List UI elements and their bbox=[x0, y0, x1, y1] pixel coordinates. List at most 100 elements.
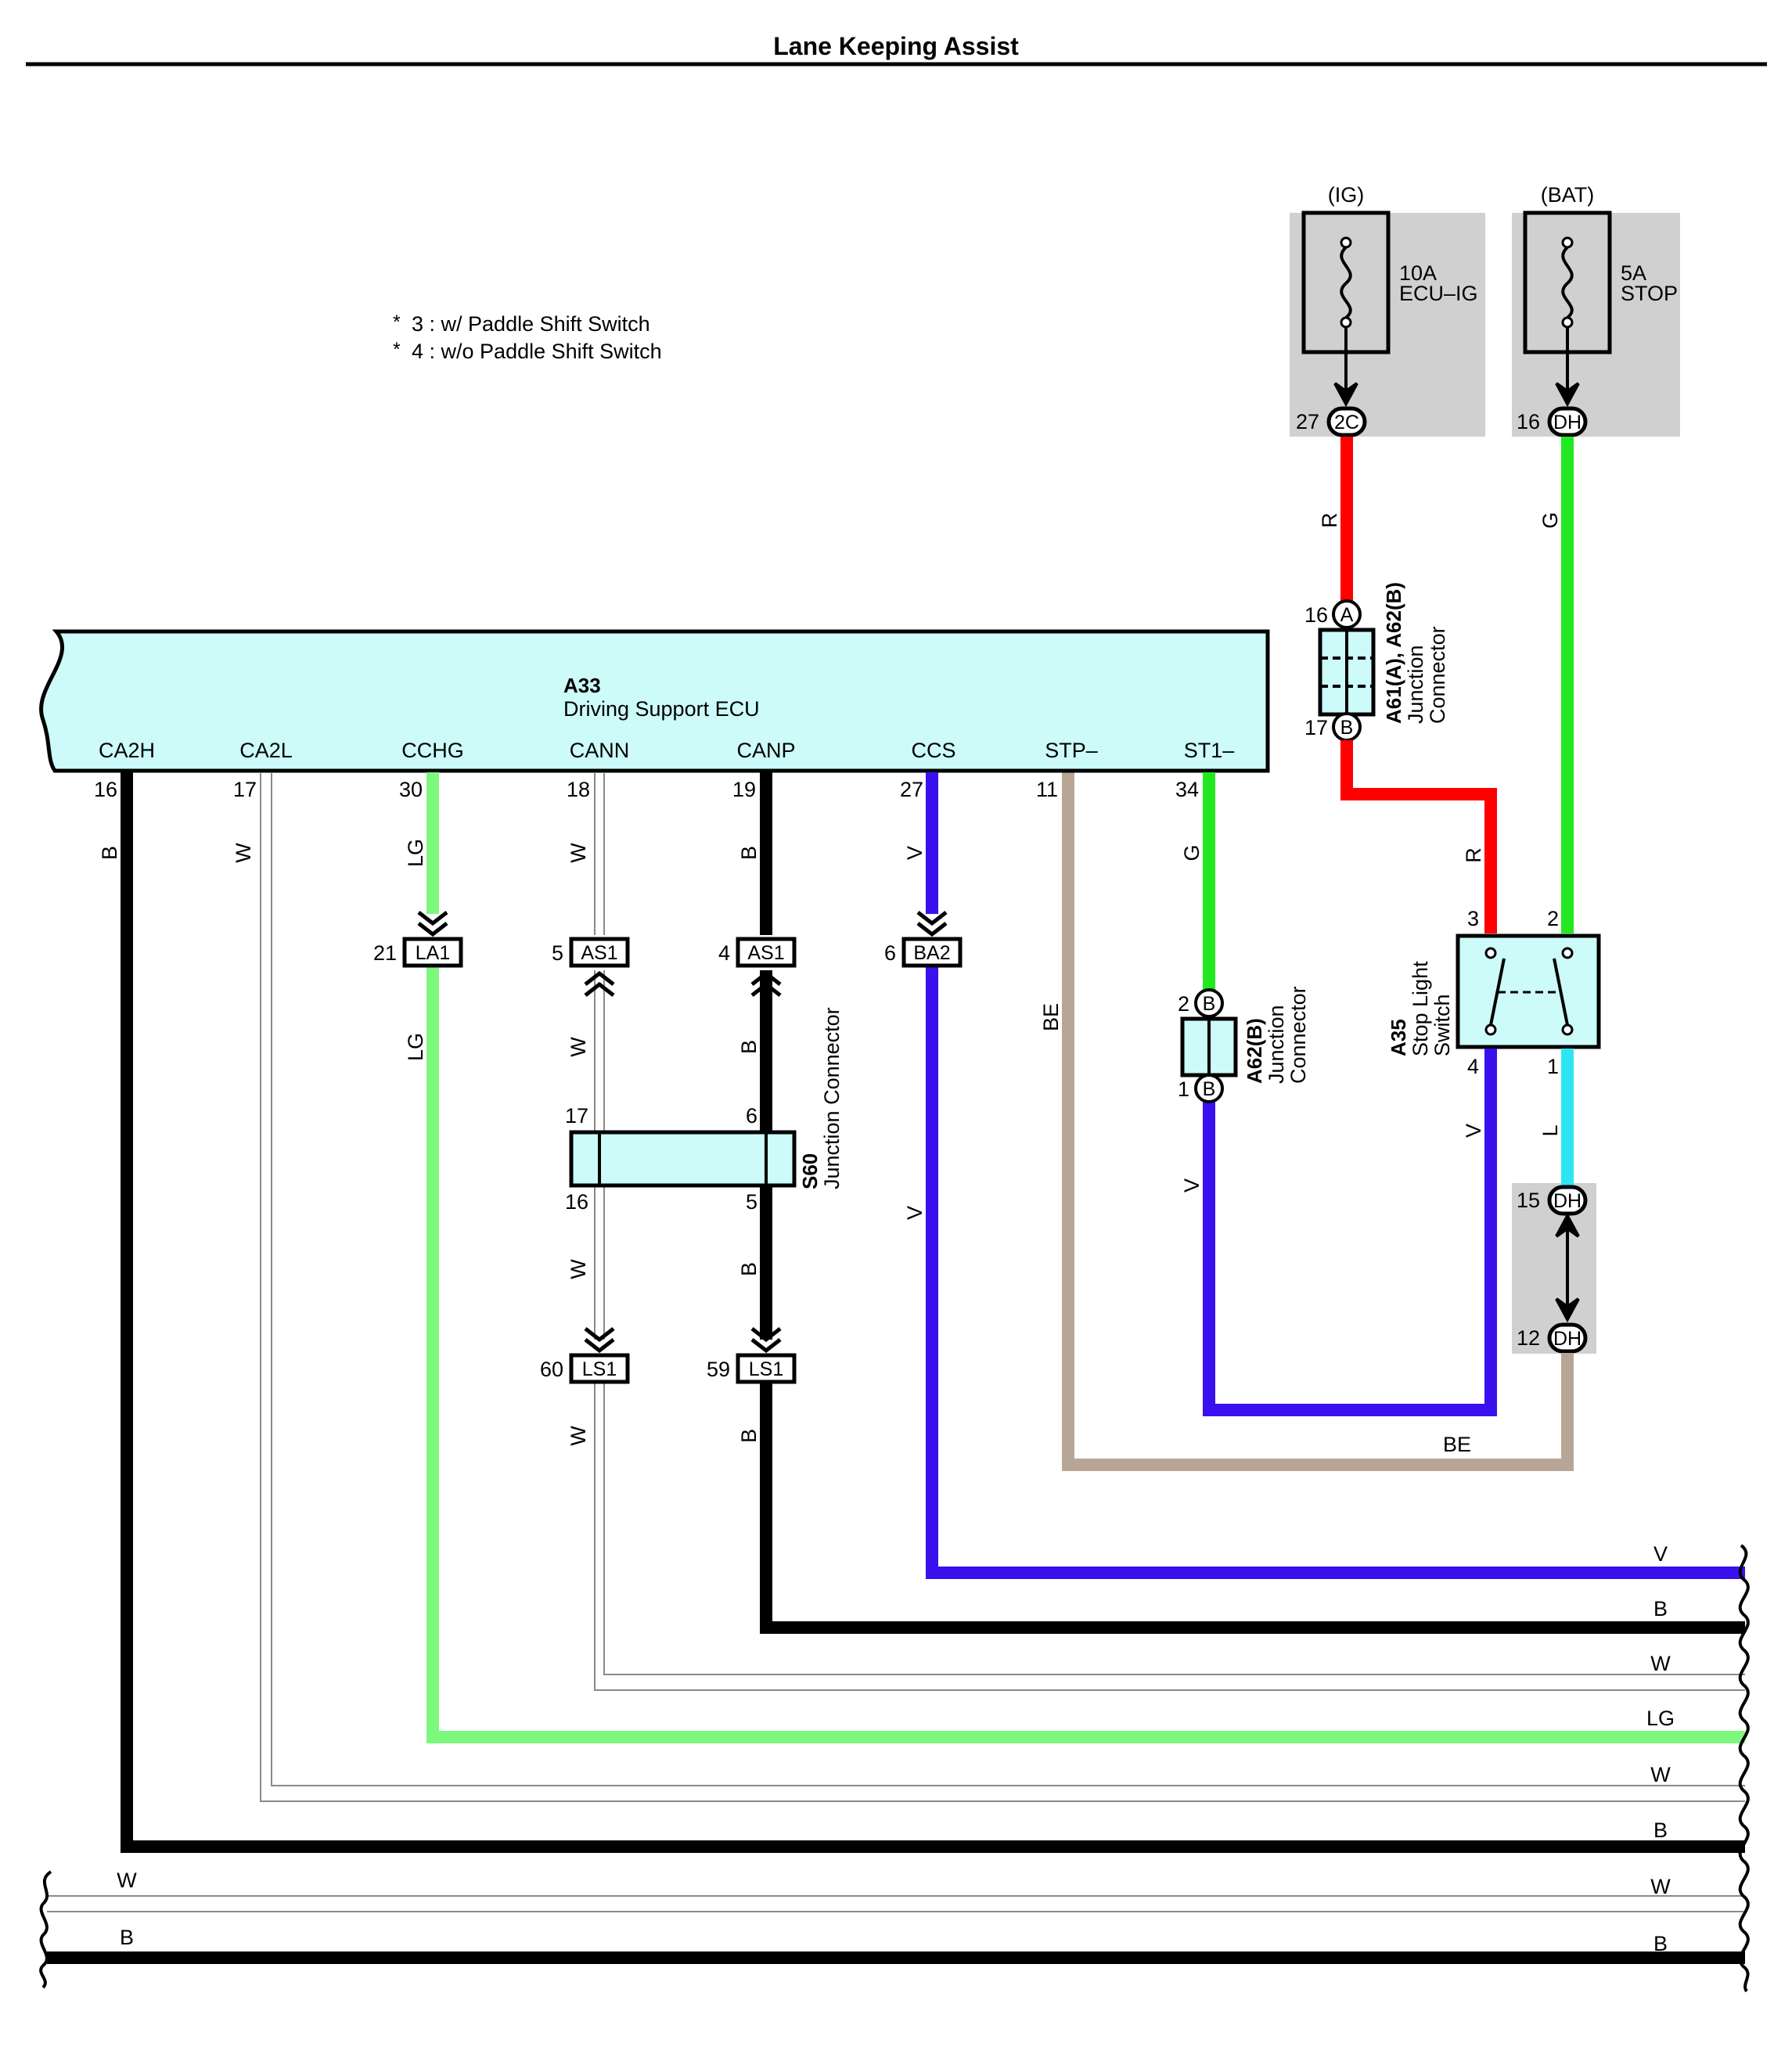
connector-dh-12-label: DH bbox=[1553, 1328, 1581, 1350]
ecu-pin-27: 27 bbox=[900, 778, 923, 801]
page-title: Lane Keeping Assist bbox=[773, 32, 1019, 60]
stop-light-switch bbox=[1456, 933, 1601, 1049]
a62-name2: Connector bbox=[1286, 986, 1310, 1084]
wire-w-ca2l bbox=[260, 772, 1745, 1802]
wire-v-a62-label: V bbox=[1180, 1178, 1204, 1192]
wire-w-bottom bbox=[47, 1895, 1745, 1912]
switch-pin-2: 2 bbox=[1547, 907, 1559, 930]
inline-connector-ls1-a-pin: 60 bbox=[540, 1358, 563, 1381]
wire-lg bbox=[426, 961, 1745, 1743]
fuse-ig-amp: 10A bbox=[1399, 261, 1437, 285]
wire-b-ca2h bbox=[121, 772, 1745, 1853]
wire-b-canp-out bbox=[760, 1382, 1745, 1634]
wire-v-ccs-top-label: V bbox=[903, 846, 927, 860]
switch-pin-3: 3 bbox=[1467, 907, 1479, 930]
switch-pin-1: 1 bbox=[1547, 1055, 1559, 1078]
ecu-pin-11: 11 bbox=[1036, 778, 1058, 801]
fuse-bat-symbol bbox=[1523, 210, 1612, 391]
wire-w-cann-out-label: W bbox=[567, 1426, 590, 1446]
wire-b-canp-top-label: B bbox=[737, 846, 761, 860]
a62-pin-1-num: 1 bbox=[1178, 1077, 1189, 1101]
wire-be-ecu-label: BE bbox=[1039, 1003, 1063, 1031]
bottom-left-b-label: B bbox=[120, 1926, 134, 1949]
connector-2c-label: 2C bbox=[1334, 412, 1359, 433]
a61-body bbox=[1318, 628, 1376, 717]
a62-pin-2-label: B bbox=[1203, 993, 1216, 1015]
a62-name1: Junction bbox=[1265, 1005, 1288, 1084]
ecu-pin-16: 16 bbox=[94, 778, 117, 801]
ecu-pin-17: 17 bbox=[233, 778, 257, 801]
inline-connector-as1-b bbox=[736, 937, 797, 968]
ecu-pin-19: 19 bbox=[732, 778, 756, 801]
wire-b-canp-low-label: B bbox=[737, 1262, 761, 1276]
inline-connector-as1-a bbox=[569, 937, 630, 968]
fuse-ig-source: (IG) bbox=[1328, 183, 1365, 207]
switch-name2: Switch bbox=[1430, 994, 1454, 1056]
ecu-pin-30: 30 bbox=[399, 778, 423, 801]
ecu-pin-18: 18 bbox=[567, 778, 590, 801]
connector-dh-12-pin: 12 bbox=[1517, 1326, 1540, 1350]
wire-r-to-switch bbox=[1340, 740, 1497, 933]
s60-body bbox=[569, 1130, 797, 1188]
wire-v-ccs bbox=[926, 961, 1745, 1579]
fuse-ig-symbol bbox=[1301, 210, 1391, 391]
ecu-pin-34: 34 bbox=[1175, 778, 1199, 801]
wire-lg-label: LG bbox=[404, 1033, 427, 1061]
a61-pin-b-num: 17 bbox=[1304, 716, 1328, 739]
inline-connector-ba2-label: BA2 bbox=[913, 942, 950, 964]
right-label-b1: B bbox=[1653, 1597, 1668, 1621]
wire-v-switch-label: V bbox=[1462, 1124, 1485, 1138]
wire-be bbox=[1062, 771, 1574, 1471]
ecu-terminal-stp: STP– bbox=[1045, 739, 1098, 762]
a61-name2: Connector bbox=[1426, 626, 1449, 724]
right-break bbox=[1738, 1544, 1750, 1993]
a61-name1: Junction bbox=[1404, 645, 1427, 724]
wire-lg-top-label: LG bbox=[404, 839, 427, 867]
inline-connector-ba2 bbox=[901, 937, 963, 968]
connector-2c-pin: 27 bbox=[1296, 410, 1319, 433]
wire-w-cann-top-label: W bbox=[567, 843, 590, 863]
s60-pin-17: 17 bbox=[565, 1104, 588, 1128]
inline-connector-ls1-a bbox=[569, 1353, 630, 1384]
right-label-v: V bbox=[1653, 1542, 1668, 1566]
a62-body bbox=[1180, 1016, 1238, 1077]
s60-pin-16: 16 bbox=[565, 1190, 588, 1214]
a62-code: A62(B) bbox=[1243, 1018, 1266, 1084]
fuse-ig-arrow bbox=[1333, 382, 1358, 408]
wire-r-switch-label: R bbox=[1462, 847, 1485, 863]
connector-dh-top-pin: 16 bbox=[1517, 410, 1540, 433]
inline-connector-la1-pin: 21 bbox=[373, 941, 397, 965]
ecu-terminal-ccs: CCS bbox=[911, 739, 955, 762]
a61-pin-b-label: B bbox=[1340, 717, 1354, 739]
s60-code: S60 bbox=[798, 1153, 822, 1189]
inline-connector-ls1-b bbox=[736, 1353, 797, 1384]
inline-connector-ls1-b-label: LS1 bbox=[749, 1358, 783, 1380]
ecu-name: Driving Support ECU bbox=[563, 697, 760, 721]
right-label-b3: B bbox=[1653, 1932, 1668, 1955]
note-2: 4 : w/o Paddle Shift Switch bbox=[412, 340, 662, 363]
a62-pin-2 bbox=[1194, 988, 1224, 1018]
note-marker-2: * bbox=[393, 339, 401, 361]
wire-r-top-label: R bbox=[1318, 513, 1341, 528]
switch-code: A35 bbox=[1387, 1019, 1410, 1056]
fuse-bat-source: (BAT) bbox=[1541, 183, 1595, 207]
a61-pin-a-label: A bbox=[1340, 604, 1354, 626]
switch-name1: Stop Light bbox=[1409, 961, 1432, 1056]
fuse-bat-arrow bbox=[1555, 382, 1580, 408]
right-label-lg: LG bbox=[1646, 1707, 1675, 1730]
wire-be-bottom-label: BE bbox=[1443, 1433, 1471, 1456]
right-label-w3: W bbox=[1650, 1875, 1671, 1898]
note-marker-1: * bbox=[393, 311, 401, 333]
a61-pin-a-num: 16 bbox=[1304, 603, 1328, 627]
ecu-terminal-cchg: CCHG bbox=[401, 739, 464, 762]
fuse-ig-name: ECU–IG bbox=[1399, 282, 1478, 305]
wire-w-ca2l-label: W bbox=[232, 843, 255, 863]
right-label-w1: W bbox=[1650, 1652, 1671, 1675]
right-label-w2: W bbox=[1650, 1763, 1671, 1786]
chevron-down-icon-ba2 bbox=[918, 912, 946, 934]
wire-l-label: L bbox=[1538, 1124, 1562, 1136]
chevron-down-icon-la1 bbox=[419, 912, 447, 934]
ecu-terminal-canp: CANP bbox=[736, 739, 795, 762]
wire-b-ca2h-label: B bbox=[98, 846, 121, 860]
